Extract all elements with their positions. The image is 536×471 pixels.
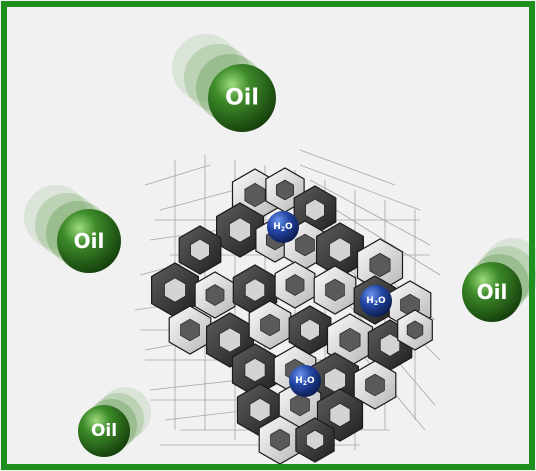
zeolite-cage-opening	[249, 397, 271, 423]
water-h: H	[295, 376, 303, 386]
zeolite-cage-icon	[397, 309, 433, 351]
water-molecule-ball	[267, 211, 299, 243]
zeolite-cage-opening	[164, 277, 186, 303]
zeolite-cage-opening	[379, 333, 401, 357]
zeolite-cage-icon	[295, 417, 335, 463]
zeolite-cage-opening	[244, 278, 266, 302]
water-o: O	[378, 296, 386, 306]
water-molecule-label: H2O	[366, 296, 386, 307]
oil-droplet-ball	[57, 209, 121, 273]
wireframe-line	[149, 379, 241, 391]
zeolite-cage-opening	[260, 313, 280, 337]
wireframe-line	[144, 164, 211, 186]
water-subscript: 2	[374, 300, 378, 307]
water-molecule-icon: H2O	[267, 211, 299, 243]
zeolite-cage-opening	[205, 284, 225, 306]
oil-droplet-icon: Oil	[462, 238, 536, 322]
water-subscript: 2	[303, 380, 307, 387]
oil-label: Oil	[74, 229, 105, 253]
zeolite-cage-icon	[288, 305, 332, 355]
wireframe-line	[319, 199, 441, 276]
zeolite-cage-opening	[219, 327, 241, 353]
oil-droplet-icon: Oil	[172, 34, 276, 132]
zeolite-cage-opening	[180, 318, 200, 342]
water-molecule-ball	[289, 365, 321, 397]
zeolite-cage-opening	[369, 252, 391, 278]
water-h: H	[273, 222, 281, 232]
zeolite-cluster	[151, 167, 433, 465]
zeolite-cage-opening	[329, 237, 351, 263]
water-molecule-icon: H2O	[289, 365, 321, 397]
zeolite-cage-opening	[305, 198, 325, 222]
zeolite-cage-opening	[324, 367, 346, 393]
zeolite-cage-icon	[168, 305, 212, 355]
oil-label: Oil	[477, 280, 508, 304]
zeolite-cage-icon	[231, 343, 279, 397]
oil-droplet-icon: Oil	[78, 387, 151, 457]
zeolite-cage-opening	[244, 182, 266, 208]
zeolite-cage-icon	[178, 225, 222, 275]
water-o: O	[285, 222, 293, 232]
zeolite-cage-opening	[339, 327, 361, 353]
oil-label: Oil	[225, 86, 259, 111]
zeolite-cage-icon	[216, 202, 264, 258]
zeolite-cage-opening	[275, 179, 295, 201]
zeolite-cage-icon	[151, 262, 199, 318]
water-o: O	[307, 376, 315, 386]
oil-droplet-icon: Oil	[24, 185, 121, 273]
zeolite-cage-opening	[365, 373, 385, 397]
water-subscript: 2	[281, 226, 285, 233]
zeolite-cage-icon	[356, 238, 404, 292]
zeolite-cage-opening	[295, 233, 315, 257]
zeolite-cage-icon	[194, 271, 236, 319]
oil-droplet-ball	[208, 64, 276, 132]
zeolite-cage-opening	[300, 318, 320, 342]
zeolite-cage-opening	[325, 278, 345, 302]
oil-droplet-ball	[462, 262, 522, 322]
oil-label: Oil	[91, 421, 117, 441]
water-h: H	[366, 296, 374, 306]
wireframe-line	[159, 189, 236, 211]
zeolite-cage-icon	[313, 265, 357, 315]
zeolite-cage-opening	[305, 429, 325, 451]
oil-droplet-ball	[78, 405, 130, 457]
wireframe-line	[309, 179, 431, 246]
zeolite-cage-opening	[406, 320, 424, 340]
zeolite-cage-opening	[329, 402, 351, 428]
zeolite-cage-icon	[353, 360, 397, 410]
zeolite-cage-opening	[190, 238, 210, 262]
zeolite-cage-icon	[274, 261, 316, 309]
zeolite-cage-opening	[285, 274, 305, 296]
wireframe-line	[299, 149, 396, 186]
zeolite-cage-icon	[232, 264, 278, 316]
water-molecule-label: H2O	[295, 376, 315, 387]
zeolite-cage-opening	[229, 217, 251, 243]
zeolite-cage-opening	[244, 357, 266, 383]
zeolite-cage-opening	[270, 428, 290, 452]
water-molecule-label: H2O	[273, 222, 293, 233]
wireframe-line	[299, 164, 421, 211]
water-molecule-ball	[360, 285, 392, 317]
wireframe-line	[164, 409, 251, 421]
water-molecule-icon: H2O	[360, 285, 392, 317]
